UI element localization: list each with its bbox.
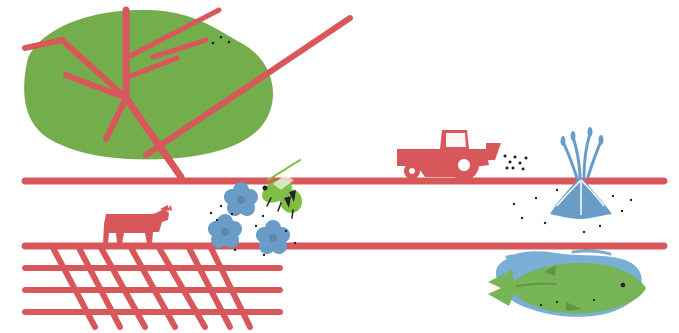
bee-icon (258, 160, 305, 218)
tractor-icon (397, 130, 528, 180)
tree-icon (24, 10, 350, 177)
cow-icon (103, 205, 172, 244)
